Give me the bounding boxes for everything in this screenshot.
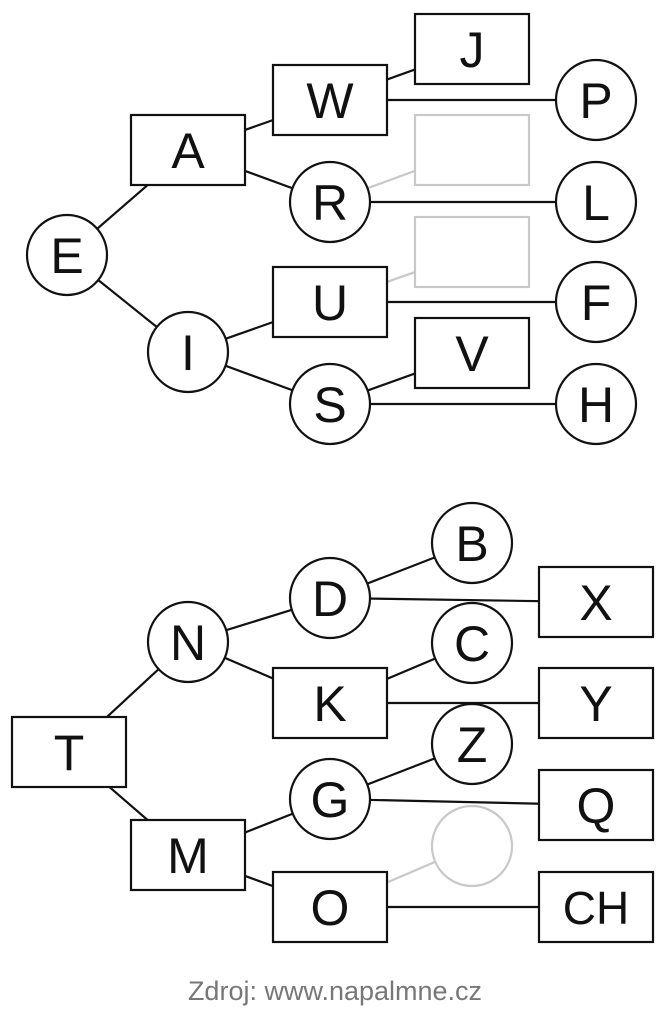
circle-shape	[554, 160, 638, 244]
node-A: A	[129, 113, 247, 187]
box-shape	[413, 316, 531, 390]
circle-shape	[146, 600, 230, 684]
node-label: G	[311, 772, 350, 828]
node-label: O	[311, 880, 350, 936]
node-M: M	[129, 818, 247, 892]
box-shape	[537, 768, 655, 842]
circle-shape	[554, 58, 638, 142]
box-shape	[10, 715, 128, 789]
node-label: W	[306, 73, 354, 129]
circle-shape	[430, 601, 514, 685]
node-label: U	[312, 275, 348, 331]
circle-shape	[288, 556, 372, 640]
circle-shape	[288, 757, 372, 841]
node-label: V	[455, 326, 489, 382]
box-shape	[413, 113, 531, 187]
node-Y: Y	[537, 666, 655, 740]
node-label: Z	[457, 717, 488, 773]
node-label: H	[578, 377, 614, 433]
node-N: N	[146, 600, 230, 684]
circle-shape	[430, 501, 514, 585]
node-label: T	[54, 725, 85, 781]
node-W: W	[271, 63, 389, 137]
circle-shape	[146, 310, 230, 394]
node-label: L	[582, 175, 610, 231]
node-label: R	[312, 175, 348, 231]
node-F: F	[554, 260, 638, 344]
box-shape	[271, 666, 389, 740]
box-shape	[537, 565, 655, 639]
box-shape	[271, 265, 389, 339]
box-shape	[413, 215, 531, 289]
box-shape	[271, 63, 389, 137]
node-label: E	[50, 228, 83, 284]
box-shape	[413, 12, 531, 86]
node-C: C	[430, 601, 514, 685]
node-CH: CH	[537, 870, 655, 944]
empty-node-tree-1-9	[413, 113, 531, 187]
node-O: O	[271, 870, 389, 944]
node-label: A	[171, 123, 205, 179]
node-R: R	[288, 160, 372, 244]
node-label: X	[579, 575, 612, 631]
node-label: Y	[579, 676, 612, 732]
circle-shape	[554, 260, 638, 344]
node-V: V	[413, 316, 531, 390]
node-label: M	[167, 828, 209, 884]
box-shape	[271, 870, 389, 944]
node-X: X	[537, 565, 655, 639]
node-label: S	[313, 377, 346, 433]
empty-node-tree-2-13	[430, 804, 514, 888]
circle-shape	[288, 362, 372, 446]
node-E: E	[25, 213, 109, 297]
node-I: I	[146, 310, 230, 394]
box-shape	[537, 870, 655, 944]
node-U: U	[271, 265, 389, 339]
node-J: J	[413, 12, 531, 86]
node-H: H	[554, 362, 638, 446]
circle-shape	[554, 362, 638, 446]
node-D: D	[288, 556, 372, 640]
empty-node-tree-1-11	[413, 215, 531, 289]
box-shape	[129, 818, 247, 892]
node-L: L	[554, 160, 638, 244]
box-shape	[129, 113, 247, 187]
node-label: Q	[577, 778, 616, 834]
box-shape	[537, 666, 655, 740]
node-label: D	[312, 571, 348, 627]
node-B: B	[430, 501, 514, 585]
node-G: G	[288, 757, 372, 841]
node-label: F	[581, 275, 612, 331]
circle-shape	[430, 804, 514, 888]
node-Q: Q	[537, 768, 655, 842]
node-label: CH	[563, 882, 629, 934]
node-label: K	[313, 676, 346, 732]
circle-shape	[288, 160, 372, 244]
node-K: K	[271, 666, 389, 740]
node-label: B	[455, 516, 488, 572]
circle-shape	[25, 213, 109, 297]
node-S: S	[288, 362, 372, 446]
node-label: J	[460, 22, 485, 78]
node-Z: Z	[430, 702, 514, 786]
node-P: P	[554, 58, 638, 142]
node-label: C	[454, 616, 490, 672]
node-label: P	[579, 73, 612, 129]
source-credit: Zdroj: www.napalmne.cz	[187, 976, 483, 1006]
node-label: N	[170, 615, 206, 671]
circle-shape	[430, 702, 514, 786]
node-label: I	[181, 325, 195, 381]
node-T: T	[10, 715, 128, 789]
